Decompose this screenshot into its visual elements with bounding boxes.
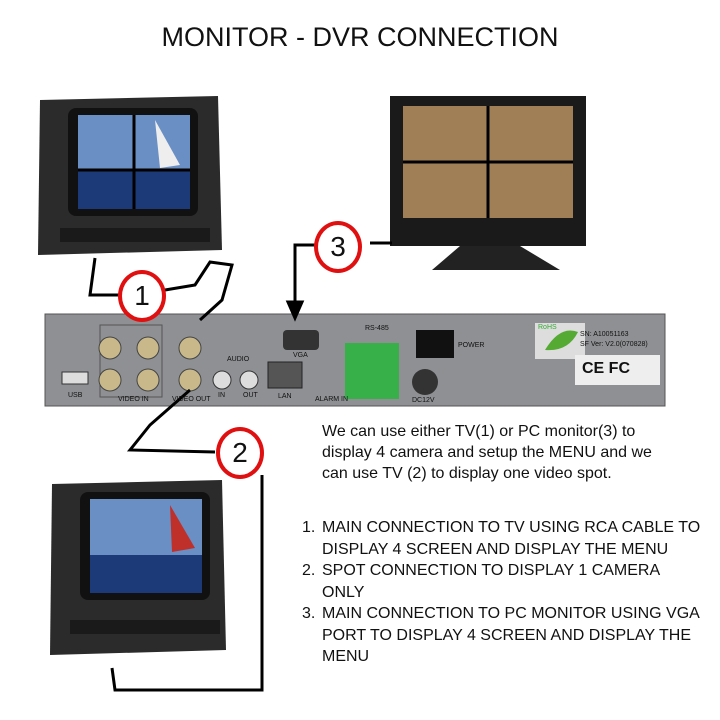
diagram-title: MONITOR - DVR CONNECTION xyxy=(161,22,559,52)
callout-2: 2 xyxy=(216,427,264,479)
lan-label: LAN xyxy=(278,393,292,400)
step-item: 1.MAIN CONNECTION TO TV USING RCA CABLE … xyxy=(302,519,701,558)
vga-label: VGA xyxy=(293,352,308,359)
step-item: 2.SPOT CONNECTION TO DISPLAY 1 CAMERA ON… xyxy=(302,562,660,601)
firmware-version: SF Ver: V2.0(070828) xyxy=(580,341,648,348)
steps-list: 1.MAIN CONNECTION TO TV USING RCA CABLE … xyxy=(302,517,702,668)
audio-label: AUDIO xyxy=(227,356,250,363)
usb-label: USB xyxy=(68,392,83,399)
audio-out-label: OUT xyxy=(243,392,258,399)
crt-tv-1 xyxy=(38,96,222,255)
pc-monitor xyxy=(390,96,586,270)
callout-3: 3 xyxy=(314,221,362,273)
power-label: POWER xyxy=(458,342,485,349)
video-in-label: VIDEO IN xyxy=(118,396,149,403)
audio-in-label: IN xyxy=(218,392,225,399)
callout-1: 1 xyxy=(118,270,166,322)
dvr-rear-panel xyxy=(44,313,666,407)
description-text: We can use either TV(1) or PC monitor(3)… xyxy=(322,423,652,482)
dc12v-label: DC12V xyxy=(412,397,435,404)
serial-number: SN: A10051163 xyxy=(580,331,629,338)
crt-tv-2 xyxy=(50,480,226,655)
rohs-label: RoHS xyxy=(538,324,557,331)
video-out-label: VIDEO OUT xyxy=(172,396,211,403)
step-item: 3.MAIN CONNECTION TO PC MONITOR USING VG… xyxy=(302,605,699,665)
certification-marks: CE FC xyxy=(582,360,630,377)
alarm-in-label: ALARM IN xyxy=(315,396,349,403)
rs485-label: RS-485 xyxy=(365,325,389,332)
